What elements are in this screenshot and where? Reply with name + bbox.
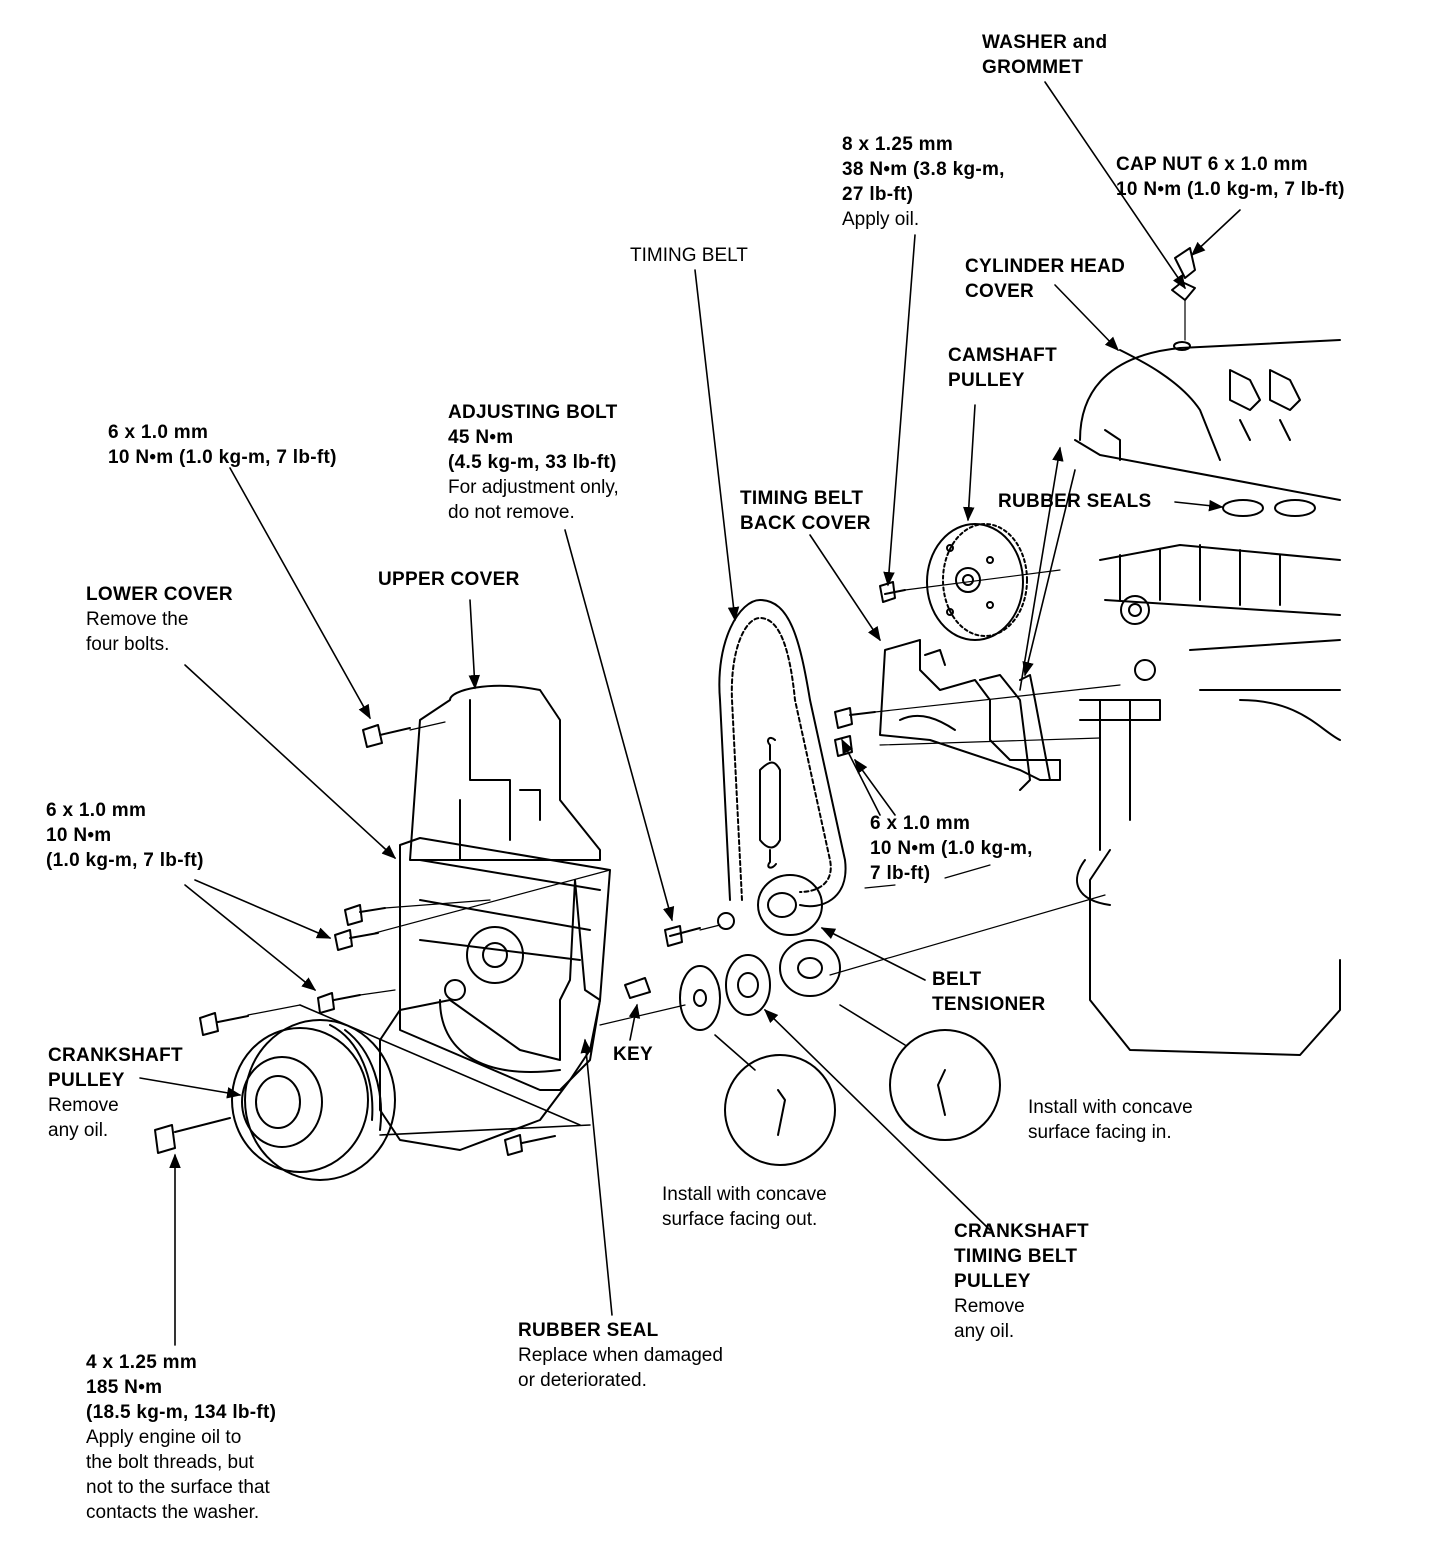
upper-cover-art (409, 684, 601, 861)
concave-out-label: Install with concave surface facing out. (662, 1182, 827, 1232)
adjusting-bolt-label: ADJUSTING BOLT 45 N•m (4.5 kg-m, 33 lb-f… (448, 400, 619, 525)
label-line: 10 N•m (1.0 kg-m, (870, 838, 1033, 859)
timing-belt-back-cover-label: TIMING BELT BACK COVER (740, 486, 871, 536)
back-cover-art (879, 639, 1061, 791)
label-note: TIMING BELT (630, 245, 748, 266)
label-note: do not remove. (448, 502, 575, 523)
label-line: 6 x 1.0 mm (46, 800, 147, 821)
washer-detail-circles (724, 1029, 1001, 1166)
label-line: UPPER COVER (378, 569, 520, 590)
label-note: the bolt threads, but (86, 1452, 254, 1473)
label-line: CRANKSHAFT (954, 1221, 1089, 1242)
camshaft-pulley-label: CAMSHAFT PULLEY (948, 343, 1057, 393)
label-line: 38 N•m (3.8 kg-m, (842, 159, 1005, 180)
alignment-lines (247, 299, 1186, 1026)
crankshaft-pulley-label: CRANKSHAFT PULLEY Remove any oil. (48, 1043, 183, 1143)
label-line: PULLEY (954, 1271, 1031, 1292)
concave-in-label: Install with concave surface facing in. (1028, 1095, 1193, 1145)
rubber-seal-label: RUBBER SEAL Replace when damaged or dete… (518, 1318, 723, 1393)
label-note: Install with concave (662, 1184, 827, 1205)
label-note: Apply oil. (842, 209, 920, 230)
belt-tensioner-label: BELT TENSIONER (932, 967, 1046, 1017)
crank-timing-pulley-label: CRANKSHAFT TIMING BELT PULLEY Remove any… (954, 1219, 1089, 1344)
label-line: 4 x 1.25 mm (86, 1352, 198, 1373)
rubber-seal-loop-art (379, 879, 601, 1151)
label-line: CAP NUT 6 x 1.0 mm (1116, 154, 1308, 175)
bolt-8x125-label: 8 x 1.25 mm 38 N•m (3.8 kg-m, 27 lb-ft) … (842, 132, 1005, 232)
label-note: Remove (954, 1296, 1025, 1317)
rubber-seal-art-2 (1274, 499, 1316, 517)
label-note: Remove the (86, 609, 189, 630)
crank-timing-pulley-art (624, 912, 771, 1031)
lower-cover-label: LOWER COVER Remove the four bolts. (86, 582, 233, 657)
bolt-4x125-label: 4 x 1.25 mm 185 N•m (18.5 kg-m, 134 lb-f… (86, 1350, 276, 1525)
label-line: 27 lb-ft) (842, 184, 914, 205)
label-line: GROMMET (982, 57, 1084, 78)
label-note: surface facing in. (1028, 1122, 1172, 1143)
label-line: CRANKSHAFT (48, 1045, 183, 1066)
belt-tensioner-art (757, 874, 841, 997)
label-note: surface facing out. (662, 1209, 818, 1230)
label-line: ADJUSTING BOLT (448, 402, 618, 423)
upper-cover-label: UPPER COVER (378, 567, 520, 592)
timing-belt-label: TIMING BELT (630, 243, 748, 268)
engine-block (1076, 544, 1341, 1056)
label-line: BACK COVER (740, 513, 871, 534)
bolt-6x10-left-label: 6 x 1.0 mm 10 N•m (1.0 kg-m, 7 lb-ft) (46, 798, 204, 873)
label-line: KEY (613, 1044, 653, 1065)
label-note: four bolts. (86, 634, 170, 655)
label-line: 45 N•m (448, 427, 514, 448)
label-line: TENSIONER (932, 994, 1046, 1015)
cylinder-head-cover-art (1074, 339, 1341, 501)
label-line: 10 N•m (46, 825, 112, 846)
crankshaft-pulley-art (231, 1019, 396, 1181)
label-note: Apply engine oil to (86, 1427, 242, 1448)
label-line: 6 x 1.0 mm (108, 422, 209, 443)
cylinder-head-cover-label: CYLINDER HEAD COVER (965, 254, 1125, 304)
label-line: BELT (932, 969, 982, 990)
label-line: LOWER COVER (86, 584, 233, 605)
label-line: 7 lb-ft) (870, 863, 931, 884)
label-line: RUBBER SEALS (998, 491, 1152, 512)
label-line: (1.0 kg-m, 7 lb-ft) (46, 850, 204, 871)
label-line: TIMING BELT (954, 1246, 1078, 1267)
label-line: RUBBER SEAL (518, 1320, 659, 1341)
label-note: contacts the washer. (86, 1502, 260, 1523)
bolt-6x10-top-label: 6 x 1.0 mm 10 N•m (1.0 kg-m, 7 lb-ft) (108, 420, 337, 470)
label-line: 10 N•m (1.0 kg-m, 7 lb-ft) (1116, 179, 1345, 200)
label-line: COVER (965, 281, 1035, 302)
label-line: 8 x 1.25 mm (842, 134, 954, 155)
label-line: 185 N•m (86, 1377, 163, 1398)
label-line: PULLEY (48, 1070, 125, 1091)
label-line: WASHER and (982, 32, 1108, 53)
rubber-seals-label: RUBBER SEALS (998, 489, 1152, 514)
bolt-art (154, 707, 876, 1156)
rubber-seal-art-1 (1222, 499, 1264, 517)
label-note: or deteriorated. (518, 1370, 647, 1391)
label-note: For adjustment only, (448, 477, 619, 498)
label-note: any oil. (48, 1120, 109, 1141)
camshaft-pulley-art (879, 523, 1028, 641)
label-note: Install with concave (1028, 1097, 1193, 1118)
label-note: Replace when damaged (518, 1345, 723, 1366)
label-line: 6 x 1.0 mm (870, 813, 971, 834)
lower-cover-art (399, 837, 611, 1091)
label-line: (18.5 kg-m, 134 lb-ft) (86, 1402, 277, 1423)
label-line: (4.5 kg-m, 33 lb-ft) (448, 452, 617, 473)
label-line: CYLINDER HEAD (965, 256, 1126, 277)
bolt-6x10-right-label: 6 x 1.0 mm 10 N•m (1.0 kg-m, 7 lb-ft) (870, 811, 1033, 886)
label-line: CAMSHAFT (948, 345, 1057, 366)
label-line: PULLEY (948, 370, 1025, 391)
timing-belt-art (718, 599, 847, 908)
label-line: 10 N•m (1.0 kg-m, 7 lb-ft) (108, 447, 337, 468)
washer-grommet-label: WASHER and GROMMET (982, 30, 1107, 80)
leader-lines (139, 81, 1241, 1346)
key-label: KEY (613, 1042, 653, 1067)
cap-nut-label: CAP NUT 6 x 1.0 mm 10 N•m (1.0 kg-m, 7 l… (1116, 152, 1345, 202)
label-note: any oil. (954, 1321, 1015, 1342)
label-note: not to the surface that (86, 1477, 270, 1498)
label-line: TIMING BELT (740, 488, 864, 509)
label-note: Remove (48, 1095, 119, 1116)
